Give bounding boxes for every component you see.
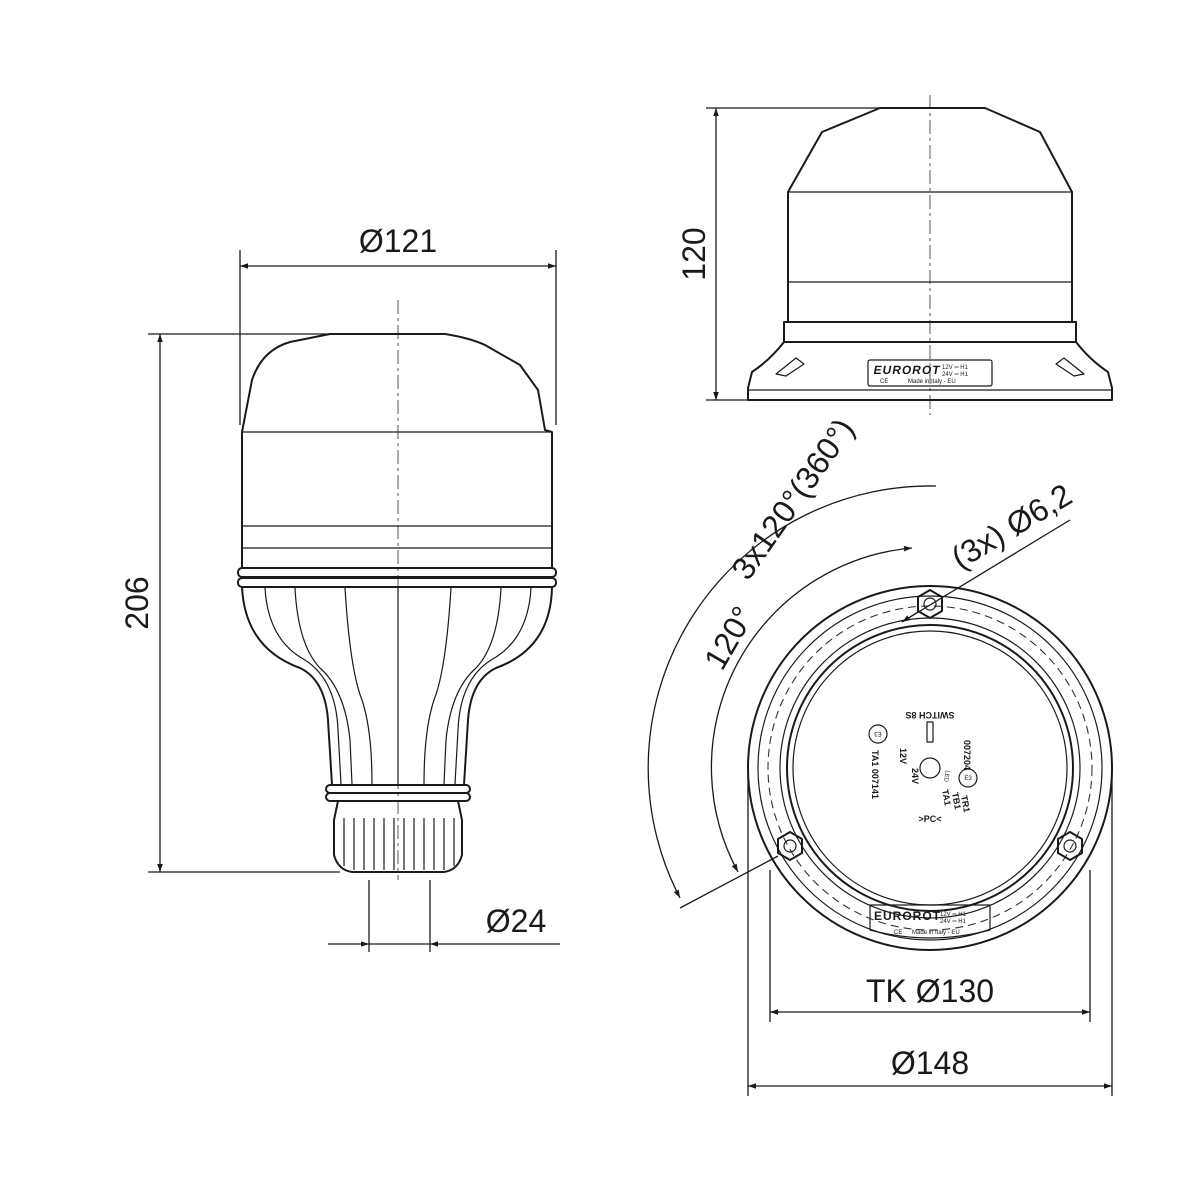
code-right: 007204 (962, 740, 972, 770)
collar-circle (779, 617, 1081, 919)
angle-leader (679, 855, 779, 909)
dim-bolt-circle: TK Ø130 (866, 973, 994, 1009)
angle-arc-120 (710, 545, 913, 873)
bolt-left (777, 831, 803, 861)
top-label-origin: Made in Italy - EU (912, 930, 960, 936)
switch-label: SWITCH 8S (905, 710, 954, 720)
front-label-volt-24: 24V ═ H1 (942, 372, 969, 378)
side-stem (333, 800, 463, 873)
front-bolt-slot (1055, 357, 1085, 377)
switch-slot (926, 721, 934, 743)
type-right-2: TB1 (950, 792, 963, 810)
bolt-circle (767, 605, 1093, 931)
code-left: TA1 007141 (870, 750, 880, 799)
side-view: Ø121 206 Ø24 (119, 223, 560, 952)
front-view: EUROROT 12V ═ H1 24V ═ H1 CE Made in Ita… (676, 95, 1113, 415)
dim-bolt-holes: (3x) Ø6,2 (945, 476, 1078, 576)
volt-left-2: 24V (910, 768, 920, 784)
top-label-volt-24: 24V ═ H1 (940, 919, 967, 925)
cage-ribs (264, 587, 532, 785)
side-cage (241, 586, 553, 786)
volt-left-1: 12V (898, 748, 908, 764)
side-ring (237, 577, 557, 588)
dim-base-diameter: Ø148 (891, 1045, 969, 1081)
dim-side-height: 206 (119, 576, 155, 629)
front-label-ce: CE (880, 379, 888, 385)
bolt-top (917, 589, 943, 619)
top-markings: SWITCH 8S LED 007204 TA1 TB1 TR1 E3 >PC<… (868, 710, 978, 824)
top-label-volt-12: 12V ═ H1 (940, 912, 967, 918)
top-label-ce: CE (894, 930, 902, 936)
front-dome (787, 107, 1073, 323)
led-label: LED (942, 770, 950, 783)
top-label-plate (869, 904, 991, 939)
front-label-origin: Made in Italy - EU (908, 379, 956, 385)
bolt-hole-leader (901, 519, 1071, 623)
bolt-right (1057, 831, 1083, 861)
top-view: SWITCH 8S LED 007204 TA1 TB1 TR1 E3 >PC<… (647, 412, 1113, 1096)
mark-right-circle (958, 768, 978, 788)
mark-right: E3 (964, 776, 972, 782)
front-collar (783, 321, 1077, 343)
stem-ribs (343, 818, 455, 870)
type-right-3: TR1 (959, 795, 972, 813)
dim-front-height: 120 (676, 227, 712, 280)
side-dome (241, 333, 553, 569)
dome-circle (786, 624, 1074, 912)
base-rim-circle (757, 595, 1103, 941)
angle-arc-360 (647, 485, 937, 899)
dome-inner-circle (792, 630, 1068, 906)
top-label-brand: EUROROT (874, 909, 941, 923)
pc-label: >PC< (918, 814, 941, 824)
front-label-volt-12: 12V ═ H1 (942, 365, 969, 371)
front-label-brand: EUROROT (873, 363, 942, 377)
front-base-flange (747, 341, 1113, 401)
dim-stem-diameter: Ø24 (486, 903, 546, 939)
base-outer-circle (747, 585, 1113, 951)
dim-bolt-angle: 120° (697, 600, 761, 675)
center-led-window (919, 757, 941, 779)
dim-bolt-angle-total: 3x120°(360°) (724, 412, 861, 586)
front-label-plate (867, 359, 993, 387)
type-right-1: TA1 (940, 789, 953, 807)
mark-left: E3 (874, 730, 882, 736)
dim-side-diameter: Ø121 (359, 223, 437, 259)
front-bolt-slot (775, 357, 805, 377)
side-ring (237, 567, 557, 578)
